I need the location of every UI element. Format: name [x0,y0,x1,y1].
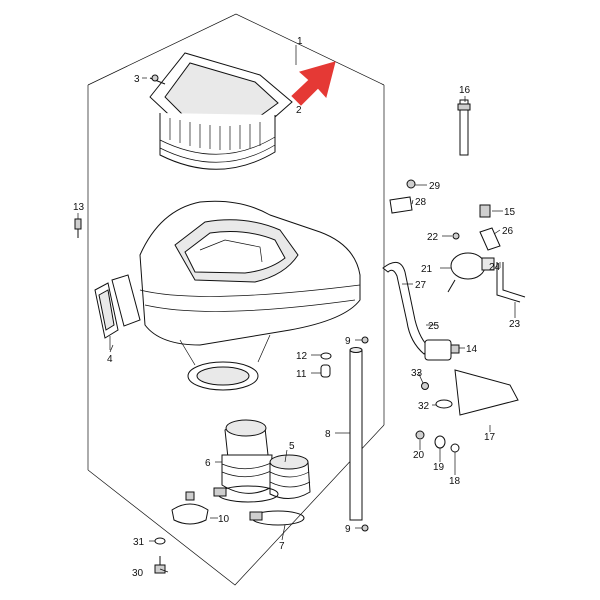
callout-14: 14 [466,344,478,355]
bracket-17 [454,369,519,416]
leader-lines [77,45,516,573]
callout-15: 15 [504,207,516,218]
callout-19: 19 [433,462,445,473]
valve-14 [424,339,460,361]
callout-1: 1 [297,36,303,47]
pipe-24-23 [496,262,526,303]
clip-9-top [361,336,369,344]
callout-22: 22 [427,232,439,243]
air-cleaner-case [139,200,361,391]
callout-28: 28 [415,197,427,208]
callout-3: 3 [134,74,140,85]
collar-18 [450,443,460,453]
callout-24: 24 [489,262,501,273]
screw-3 [149,74,166,85]
callout-26: 26 [502,226,514,237]
callout-33: 33 [411,368,423,379]
washer-31 [154,537,166,545]
callout-9: 9 [345,336,351,347]
solenoid-21 [447,252,495,293]
drain-hose-8 [349,347,363,521]
grommet-19 [434,435,446,449]
callout-7: 7 [279,541,285,552]
clip-12 [320,352,332,360]
callout-27: 27 [415,280,427,291]
callout-21: 21 [421,264,433,275]
callout-29: 29 [429,181,441,192]
callout-4: 4 [107,354,113,365]
callout-6: 6 [205,458,211,469]
hose-26 [479,227,501,251]
intake-boot-6 [221,419,273,494]
callout-12: 12 [296,351,308,362]
callout-11: 11 [296,369,307,380]
callout-10: 10 [218,514,230,525]
screw-22 [452,232,460,240]
callout-13: 13 [73,202,85,213]
callout-16: 16 [459,85,471,96]
bolt-13 [74,218,82,238]
callout-20: 20 [413,450,425,461]
callout-2: 2 [296,105,302,116]
callout-18: 18 [449,476,461,487]
clip-9-bottom [361,524,369,532]
callout-25: 25 [428,321,440,332]
grommet-32 [435,399,453,409]
indicator-arrow [291,61,336,106]
callout-32: 32 [418,401,430,412]
bracket-28 [389,196,413,214]
callout-9-bottom: 9 [345,524,351,535]
intake-boot-5 [269,454,311,499]
callout-labels: 1 2 3 4 5 6 7 8 9 9 10 11 12 13 14 15 16… [73,36,521,579]
clamp-7 [213,485,305,526]
callout-17: 17 [484,432,496,443]
fitting-15 [479,204,491,218]
bolt-29 [406,179,416,189]
callout-31: 31 [133,537,145,548]
bolt-20 [415,430,425,440]
gasket-4 [94,274,141,350]
assembly-frame [87,13,385,586]
nut-33 [421,382,429,390]
hose-27-25 [382,261,431,355]
cap-11 [320,364,331,378]
drain-plug-10 [171,491,209,525]
bracket-16 [457,99,471,156]
callout-8: 8 [325,429,331,440]
air-filter-element [149,52,293,170]
callout-23: 23 [509,319,521,330]
callout-5: 5 [289,441,295,452]
callout-30: 30 [132,568,144,579]
